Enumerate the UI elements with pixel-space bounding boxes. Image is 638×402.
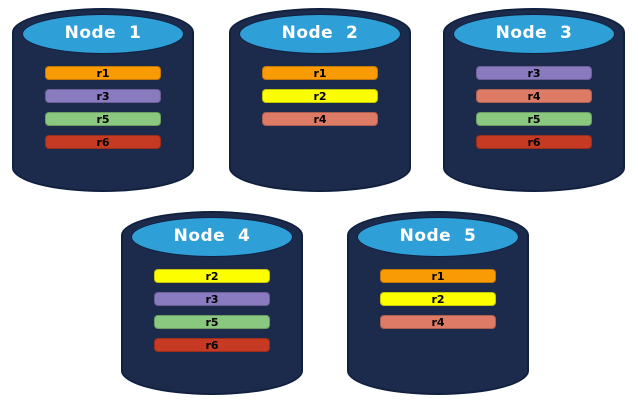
node-3-top-ellipse: Node 3 xyxy=(453,14,615,54)
replica-bar: r3 xyxy=(476,66,592,80)
node-2-replica-list: r1 r2 r4 xyxy=(231,66,409,126)
replica-bar: r6 xyxy=(476,135,592,149)
node-5-replica-list: r1 r2 r4 xyxy=(349,269,527,329)
replica-bar: r1 xyxy=(380,269,496,283)
node-5-cylinder: Node 5 r1 r2 r4 xyxy=(347,211,529,395)
node-3-cylinder: Node 3 r3 r4 r5 r6 xyxy=(443,8,625,192)
node-2-cylinder: Node 2 r1 r2 r4 xyxy=(229,8,411,192)
replica-bar: r5 xyxy=(476,112,592,126)
replica-bar: r3 xyxy=(154,292,270,306)
node-2-label: Node 2 xyxy=(281,23,359,43)
node-1-top-ellipse: Node 1 xyxy=(22,14,184,54)
replica-bar: r1 xyxy=(262,66,378,80)
replica-bar: r5 xyxy=(45,112,161,126)
replica-bar: r6 xyxy=(154,338,270,352)
node-5-top-ellipse: Node 5 xyxy=(357,217,519,257)
node-3-label: Node 3 xyxy=(495,23,573,43)
replica-bar: r6 xyxy=(45,135,161,149)
replica-bar: r2 xyxy=(154,269,270,283)
replica-bar: r4 xyxy=(262,112,378,126)
replica-bar: r5 xyxy=(154,315,270,329)
node-3-replica-list: r3 r4 r5 r6 xyxy=(445,66,623,149)
replica-bar: r2 xyxy=(380,292,496,306)
node-4-cylinder: Node 4 r2 r3 r5 r6 xyxy=(121,211,303,395)
node-5-label: Node 5 xyxy=(399,226,477,246)
replica-bar: r4 xyxy=(380,315,496,329)
replica-bar: r4 xyxy=(476,89,592,103)
node-4-top-ellipse: Node 4 xyxy=(131,217,293,257)
node-2-top-ellipse: Node 2 xyxy=(239,14,401,54)
node-1-cylinder: Node 1 r1 r3 r5 r6 xyxy=(12,8,194,192)
node-4-label: Node 4 xyxy=(173,226,251,246)
replica-bar: r1 xyxy=(45,66,161,80)
node-1-label: Node 1 xyxy=(64,23,142,43)
replica-bar: r2 xyxy=(262,89,378,103)
node-4-replica-list: r2 r3 r5 r6 xyxy=(123,269,301,352)
replica-bar: r3 xyxy=(45,89,161,103)
node-1-replica-list: r1 r3 r5 r6 xyxy=(14,66,192,149)
